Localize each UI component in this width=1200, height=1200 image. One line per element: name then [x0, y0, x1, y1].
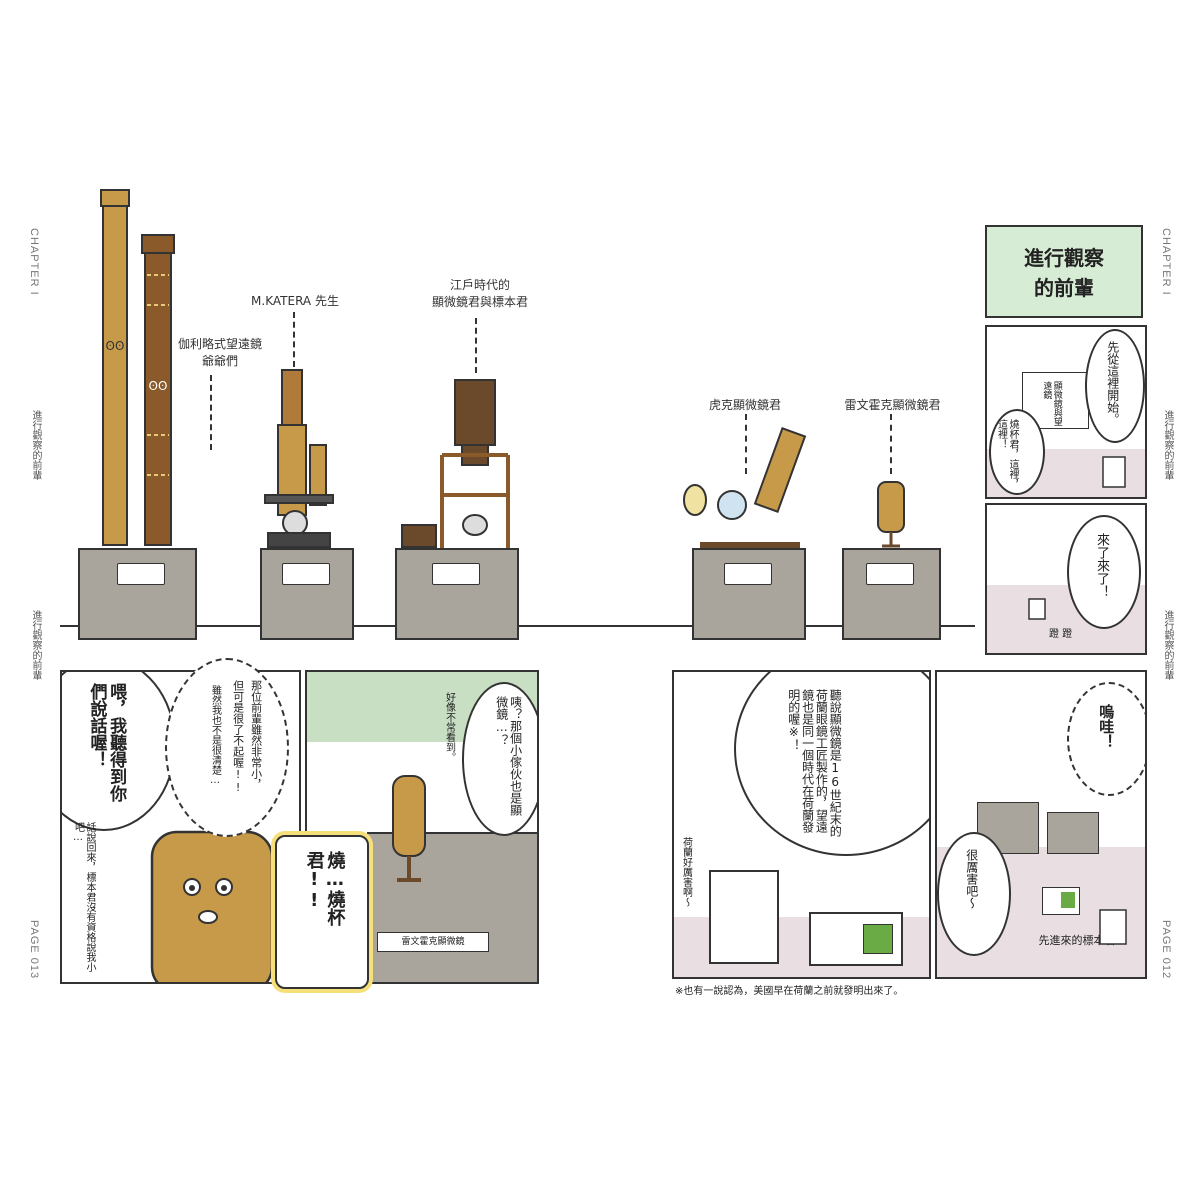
thought-line-1: 那位前輩雖然非常小，: [249, 680, 263, 790]
leeuwenhoek-label: 雷文霍克顯微鏡君: [844, 398, 941, 412]
right-chapter-label: CHAPTER I: [1160, 228, 1172, 296]
speech-bubble-coming: 來了來了！: [1067, 515, 1141, 629]
katera-label-pointer: [293, 312, 295, 367]
edo-microscope-illustration: [401, 379, 510, 550]
speech-bubble-here: 燒杯君，這裡，這裡！: [989, 409, 1045, 495]
right-title-label-2: 進行觀察的前輩: [1162, 610, 1173, 680]
beaker-closeup: [709, 870, 779, 964]
speech-bubble-start: 先從這裡開始。: [1085, 329, 1145, 443]
mini-plinth-2: [1047, 812, 1099, 854]
speech-hey-text: 喂，我聽得到你們說話喔！: [86, 683, 127, 802]
panel-bottom-right-2: 嗚哇！ 很厲害吧～ 先進來的標本君: [935, 670, 1147, 979]
galileo-label-pointer: [210, 375, 212, 450]
mini-green-sample: [1061, 892, 1075, 908]
thought-line-3: 雖然我也不是很清楚…: [209, 685, 221, 786]
speech-bubble-huh: 咦？那個小傢伙也是顯微鏡…？: [462, 682, 537, 836]
leeuwenhoek-label-pointer: [890, 414, 892, 474]
galileo-telescopes-illustration: ʘʘ ʘʘ: [100, 189, 175, 546]
specimen-kun-character: [150, 830, 274, 982]
panel-top-right-1: 顯微鏡與望遠鏡 先從這裡開始。 燒杯君，這裡，這裡！: [985, 325, 1147, 499]
beaker-small: [1099, 909, 1127, 945]
plaque-closeup: 雷文霍克顯微鏡: [377, 932, 489, 952]
display-case: [367, 832, 537, 982]
panel-bottom-right-1: 聽說顯微鏡是16世紀末的荷蘭眼鏡工匠製作的，望遠鏡也是同一個時代在荷蘭發明的喔※…: [672, 670, 931, 979]
katera-microscope-illustration: [264, 369, 334, 548]
thought-line-2: 但可是很了不起喔!!: [231, 680, 245, 794]
edo-label-pointer: [475, 318, 477, 373]
leeuwenhoek-microscope-illustration: [877, 481, 905, 548]
svg-text:ʘʘ: ʘʘ: [106, 339, 125, 353]
hooke-label: 虎克顯微鏡君: [708, 398, 781, 412]
specimen-caption: 先進來的標本君: [1038, 934, 1116, 947]
left-chapter-label: CHAPTER I: [28, 228, 40, 296]
galileo-label: 伽利略式望遠鏡 爺爺們: [177, 337, 262, 368]
museum-sign-text: 顯微鏡與望遠鏡: [1041, 381, 1062, 426]
speech-bubble-hey: 喂，我聽得到你們說話喔！: [62, 672, 176, 831]
beaker-character: [1102, 456, 1126, 488]
speech-amazing-text: 很厲害吧～: [964, 849, 979, 909]
right-title-label-1: 進行觀察的前輩: [1162, 410, 1173, 480]
speech-here-text: 燒杯君，這裡，這裡！: [995, 419, 1019, 489]
speech-bubble-amazing: 很厲害吧～: [937, 832, 1011, 956]
left-title-label-2: 進行觀察的前輩: [30, 610, 41, 680]
mini-specimen-card: [1042, 887, 1080, 915]
shout-bubble-beaker: 燒…燒杯君!!: [275, 835, 369, 989]
leeuwenhoek-plaque: [866, 563, 914, 585]
speech-start-text: 先從這裡開始。: [1105, 341, 1120, 425]
footstep-sfx: 蹬 蹬: [1049, 629, 1073, 640]
title-line-2: 的前輩: [1034, 276, 1094, 300]
shout-beaker-text: 燒…燒杯君!!: [303, 851, 346, 926]
aside-small-text: 話說回來，標本君沒有資格說我小吧…: [72, 822, 96, 972]
edo-label: 江戶時代的 顯微鏡君與標本君: [431, 278, 528, 309]
hooke-label-pointer: [745, 414, 747, 474]
galileo-plaque: [117, 563, 165, 585]
footnote: ※也有一說認為，美國早在荷蘭之前就發明出來了。: [675, 986, 904, 997]
speech-history-text: 聽說顯微鏡是16世紀末的荷蘭眼鏡工匠製作的，望遠鏡也是同一個時代在荷蘭發明的喔※…: [786, 689, 843, 837]
shout-wow-text: 嗚哇！: [1097, 704, 1116, 749]
specimen-card: [809, 912, 903, 966]
title-line-1: 進行觀察: [1024, 246, 1104, 270]
left-title-label-1: 進行觀察的前輩: [30, 410, 41, 480]
beaker-walking: [1028, 598, 1046, 620]
thought-bubble-senior: 那位前輩雖然非常小， 但可是很了不起喔!! 雖然我也不是很清楚…: [165, 658, 289, 837]
katera-label: M.KATERA 先生: [251, 294, 339, 308]
galileo-plinth: [78, 548, 197, 640]
edo-plinth: [395, 548, 519, 640]
hooke-plinth: [692, 548, 806, 640]
hooke-plaque: [724, 563, 772, 585]
right-page-number: PAGE 012: [1160, 920, 1172, 980]
svg-text:ʘʘ: ʘʘ: [149, 379, 168, 393]
panel-top-right-2: 來了來了！ 蹬 蹬: [985, 503, 1147, 655]
hooke-microscope-illustration: [683, 427, 807, 548]
aside-rare-text: 好像不常看到。: [443, 692, 455, 762]
left-page-number: PAGE 013: [28, 920, 40, 980]
speech-huh-text: 咦？那個小傢伙也是顯微鏡…？: [494, 696, 523, 816]
speech-coming-text: 來了來了！: [1093, 533, 1109, 598]
speech-bubble-history: 聽說顯微鏡是16世紀末的荷蘭眼鏡工匠製作的，望遠鏡也是同一個時代在荷蘭發明的喔※…: [734, 672, 929, 856]
edo-plaque: [432, 563, 480, 585]
leeuwenhoek-plinth: [842, 548, 941, 640]
specimen-green-sample: [863, 924, 893, 954]
title-box: 進行觀察 的前輩: [985, 225, 1143, 318]
katera-plaque: [282, 563, 330, 585]
katera-plinth: [260, 548, 354, 640]
leeuwenhoek-closeup: [392, 775, 426, 882]
aside-holland-text: 荷蘭好厲害啊～: [680, 837, 692, 907]
shout-bubble-wow: 嗚哇！: [1067, 682, 1145, 796]
